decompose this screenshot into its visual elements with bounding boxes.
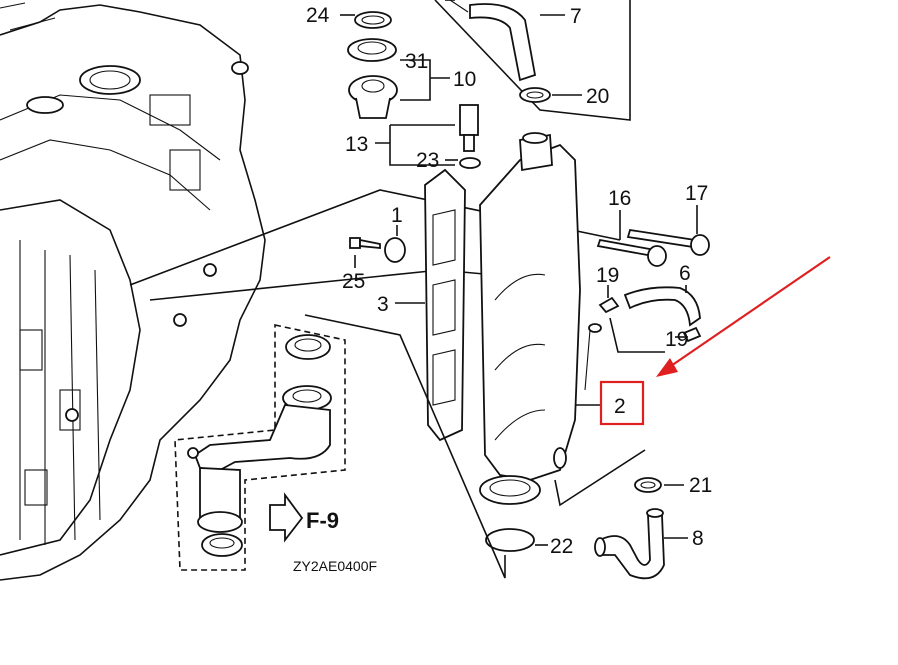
callout-16: 16 [608,187,631,210]
engine-block [0,2,266,581]
part-21-clamp [634,477,662,493]
callout-6: 6 [679,262,691,285]
part-2-manifold [479,132,602,505]
callout-3: 3 [377,293,389,316]
part-10-thermostat [348,75,398,119]
dashed-reference-group [174,324,346,571]
callout-2: 2 [614,395,626,418]
callout-13: 13 [345,133,368,156]
callout-10: 10 [453,68,476,91]
drawing-code: ZY2AE0400F [293,558,377,574]
part-25-bolt [349,237,381,249]
callout-25: 25 [342,270,365,293]
callout-21: 21 [689,474,712,497]
part-6-hose [623,286,701,327]
callout-1: 1 [391,204,403,227]
highlight-arrow [656,256,831,377]
highlight-box [599,380,645,426]
callout-8: 8 [692,527,704,550]
reference-label: F-9 [306,508,339,533]
part-1-collar [384,237,406,263]
part-13-sensor [459,104,479,152]
bracket-22 [304,314,506,579]
callout-19-lower: 19 [665,328,688,351]
part-3-gasket [424,168,466,442]
part-24-ring [354,11,392,29]
part-19-clip-upper [598,296,620,314]
part-7-hose [449,0,537,82]
part-23-oring [459,157,481,169]
part-17-bolt [626,228,710,256]
callout-20: 20 [586,85,609,108]
callout-31: 31 [405,50,428,73]
callout-23: 23 [416,149,439,172]
part-22-oring [485,528,535,552]
bracket-top-right [434,0,631,121]
part-16-bolt [596,238,667,267]
part-31-seal [347,38,397,62]
part-20-clamp [519,87,551,103]
reference-arrow [269,492,304,543]
part-8-elbow [594,508,665,580]
callout-24: 24 [306,4,330,27]
callout-7: 7 [570,5,582,28]
callout-17: 17 [685,182,708,205]
callout-19-upper: 19 [596,264,619,287]
callout-22: 22 [550,535,573,558]
